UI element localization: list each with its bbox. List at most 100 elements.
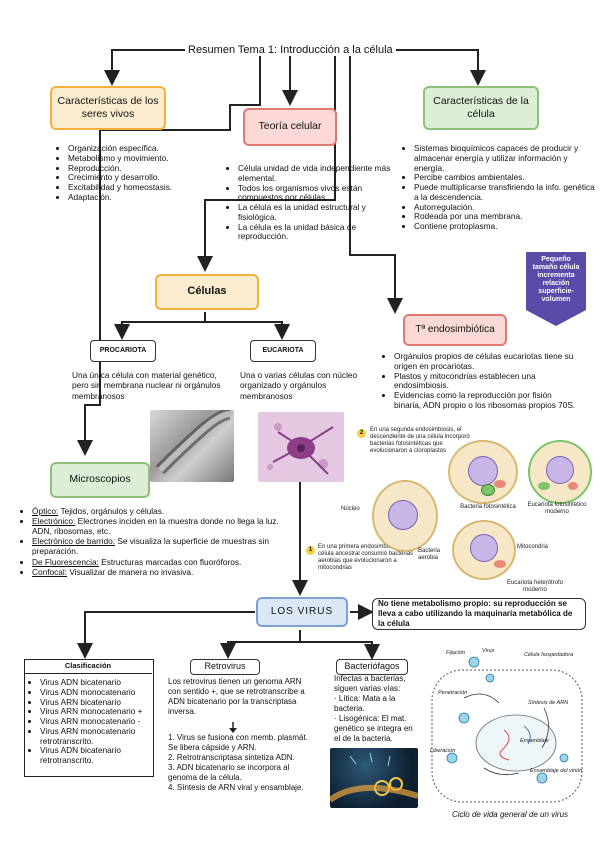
cycle-label: Penetración xyxy=(438,690,468,696)
bacteriofagos-text: Infectas a bacterias, siguen varias vías… xyxy=(334,674,406,693)
teoria-list: Célula unidad de vida independiente más … xyxy=(228,163,398,243)
celula-list: Sistemas bioquímicos capaces de producir… xyxy=(404,143,599,232)
bacteriofagos-litica: · Lítica: Mata a la bacteria. xyxy=(334,694,396,713)
ancestral-cell xyxy=(372,480,438,552)
microscopio-term: Electrónico de barrido: xyxy=(32,536,116,547)
procariota-desc: Una única célula con material genético, … xyxy=(72,370,221,401)
microscopio-item: Electrónico de barrido: Se visualiza la … xyxy=(32,536,282,556)
eucariota-desc: Una o varias células con núcleo organiza… xyxy=(240,370,358,401)
bacteria-aerobia-label: Bacteria aerobia xyxy=(418,548,441,561)
list-item: Crecimiento y desarrollo. xyxy=(68,173,228,183)
bacteria-fotosintetica-label: Bacteria fotosintética xyxy=(460,504,516,510)
list-item: Metabolismo y movimiento. xyxy=(68,153,228,164)
list-item: Virus ADN monocatenario xyxy=(40,687,160,698)
retrovirus-step: 4. Síntesis de ARN viral y ensamblaje. xyxy=(168,783,304,792)
microscopio-item: Óptico: Tejidos, orgánulos y células. xyxy=(32,506,282,516)
microscopios-heading: Microscopios xyxy=(50,462,150,498)
chloroplast-bacterium xyxy=(481,484,495,496)
celula-heading: Características de la célula xyxy=(423,86,539,130)
superficie-volumen-text: Pequeño tamaño célula incrementa relació… xyxy=(532,256,580,304)
nucleo-label: Núcleo xyxy=(341,506,360,512)
list-item: Evidencias como la reproducción por fisi… xyxy=(394,390,580,411)
list-item: Excitabilidad y homeostasis. xyxy=(68,182,228,193)
microscopio-term: Óptico: xyxy=(32,506,59,516)
list-item: Adaptación. xyxy=(68,192,228,203)
seres-vivos-heading: Características de los seres vivos xyxy=(50,86,166,130)
virus-life-cycle-figure xyxy=(424,648,590,808)
microscopio-item: Electrónico: Electrones inciden en la mu… xyxy=(32,516,282,536)
retrovirus-step: 1. Virus se fusiona con memb. plasmát. S… xyxy=(168,733,308,752)
microscopio-item: De Fluorescencia: Estructuras marcadas c… xyxy=(32,557,282,567)
step-1-caption: En una primera endosimbiosis, una célula… xyxy=(318,544,414,571)
retrovirus-step: 2. Retrotranscriptasa sintetiza ADN. xyxy=(168,753,295,762)
list-item: Organización específica. xyxy=(68,143,228,154)
retrovirus-intro: Los retrovirus tienen un genoma ARN con … xyxy=(168,677,305,716)
ciclo-caption: Ciclo de vida general de un virus xyxy=(451,810,569,819)
microscopio-desc: Tejidos, orgánulos y células. xyxy=(58,506,165,516)
list-item: Virus ARN monocatenario + xyxy=(40,707,160,717)
heterotrofo-cell xyxy=(452,520,516,580)
list-item: Sistemas bioquímicos capaces de producir… xyxy=(414,143,599,173)
list-item: Autorregulación. xyxy=(414,202,599,213)
mitocondria-label: Mitocondria xyxy=(517,544,549,550)
cycle-label: Ensamblaje del virión xyxy=(530,768,583,774)
microscopio-desc: Estructuras marcadas con fluoróforos. xyxy=(98,556,242,567)
microscopio-term: Electrónico: xyxy=(32,516,76,527)
list-item: Virus ARN monocatenario retrotranscrito. xyxy=(40,726,160,747)
cycle-label: Ensamblaje xyxy=(520,738,549,744)
cycle-label: Célula hospedadora xyxy=(524,652,574,658)
procariota-label: PROCARIOTA xyxy=(90,340,156,362)
list-item: Percibe cambios ambientales. xyxy=(414,173,599,183)
eucariota-heterotrofo-label: Eucariota heterótrofo moderno xyxy=(506,580,564,593)
list-item: Rodeada por una membrana. xyxy=(414,212,599,222)
step-2-caption: En una segunda endosimbiosis, el descend… xyxy=(370,427,470,454)
eucariota-label: EUCARIOTA xyxy=(250,340,316,362)
list-item: Reproducción. xyxy=(68,163,228,174)
list-item: Orgánulos propios de células eucariotas … xyxy=(394,351,580,372)
page-title: Resumen Tema 1: Introducción a la célula xyxy=(185,44,396,56)
list-item: Puede multiplicarse transfiriendo la inf… xyxy=(414,182,599,203)
microscopio-term: De Fluorescencia: xyxy=(32,556,99,567)
microscopio-term: Confocal: xyxy=(32,566,68,577)
cycle-label: Liberación xyxy=(430,748,456,754)
step-2-badge: 2 xyxy=(357,429,366,438)
microscopio-desc: Visualizar de manera no invasiva. xyxy=(67,566,194,577)
bacteriofago-micrograph xyxy=(328,748,419,808)
procariota-micrograph xyxy=(150,408,234,482)
virus-note: No tiene metabolismo propio: su reproduc… xyxy=(372,598,586,630)
fotosintetico-cell xyxy=(528,440,592,504)
endosimbiotica-heading: Tª endosimbiótica xyxy=(403,314,507,346)
cycle-label: Síntesis de ARN xyxy=(528,700,569,706)
eucariota-fotosintetico-label: Eucariota fotosintético moderno xyxy=(527,502,587,515)
retrovirus-heading: Retrovirus xyxy=(190,659,260,675)
cycle-label: Fijación xyxy=(446,650,465,656)
microscopio-item: Confocal: Visualizar de manera no invasi… xyxy=(32,567,282,577)
retrovirus-step: 3. ADN bicatenario se incorpora al genom… xyxy=(168,763,290,782)
seres-vivos-list: Organización específica.Metabolismo y mo… xyxy=(58,143,228,203)
virus-heading: LOS VIRUS xyxy=(256,597,348,627)
microscopio-desc: Electrones inciden en la muestra donde n… xyxy=(32,516,279,537)
clasificacion-panel xyxy=(24,659,154,777)
clasificacion-list: Virus ADN bicatenarioVirus ADN monocaten… xyxy=(30,677,160,766)
list-item: La célula es la unidad básica de reprodu… xyxy=(238,222,398,243)
step-1-badge: 1 xyxy=(306,546,315,555)
list-item: Todos los organismos vivos están compues… xyxy=(238,183,398,204)
list-item: Célula unidad de vida independiente más … xyxy=(238,163,398,184)
list-item: Virus ADN bicatenario retrotranscrito. xyxy=(40,746,160,766)
bacteriofagos-heading: Bacteriófagos xyxy=(336,659,408,675)
list-item: Plastos y mitocondrias establecen una en… xyxy=(394,371,580,392)
microscopios-list: Óptico: Tejidos, orgánulos y células.Ele… xyxy=(22,506,282,577)
celulas-heading: Células xyxy=(155,274,259,310)
retrovirus-steps: 1. Virus se fusiona con memb. plasmát. S… xyxy=(168,733,318,793)
retrovirus-arrow xyxy=(229,722,237,733)
superficie-volumen-note: Pequeño tamaño célula incrementa relació… xyxy=(524,250,588,328)
list-item: Virus ARN monocatenario - xyxy=(40,716,160,727)
clasificacion-heading: Clasificación xyxy=(24,659,152,674)
cycle-label: Virus xyxy=(482,648,495,654)
bacteriofagos-lisogenica: · Lisogénica: El mat. genético se integr… xyxy=(334,714,413,743)
list-item: Virus ADN bicatenario xyxy=(40,677,160,688)
teoria-heading: Teoría celular xyxy=(243,108,337,146)
list-item: La célula es la unidad estructural y fis… xyxy=(238,202,398,223)
endosimbiotica-list: Orgánulos propios de células eucariotas … xyxy=(384,351,580,411)
eucariota-micrograph xyxy=(258,412,344,482)
